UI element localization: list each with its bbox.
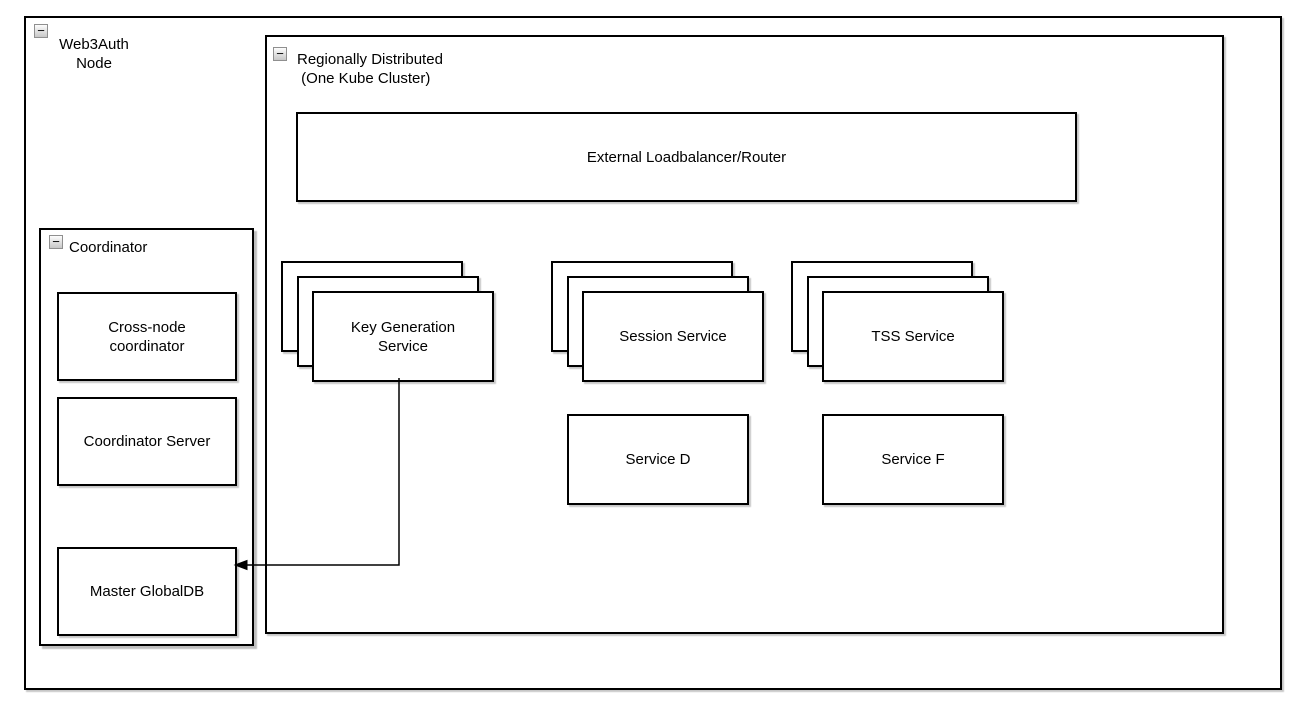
stack-session-service-label: Session Service: [619, 328, 727, 345]
node-master-globaldb-label: Master GlobalDB: [89, 583, 205, 600]
container-coordinator-label: Coordinator: [69, 239, 148, 256]
node-external-loadbalancer[interactable]: External Loadbalancer/Router: [296, 112, 1077, 202]
node-coordinator-server-label: Coordinator Server: [83, 433, 211, 450]
node-service-d[interactable]: Service D: [567, 414, 749, 505]
stack-front-session-service[interactable]: Session Service: [582, 291, 764, 382]
node-coordinator-server[interactable]: Coordinator Server: [57, 397, 237, 486]
stack-tss-service[interactable]: TSS Service: [791, 261, 1005, 383]
collapse-icon[interactable]: −: [273, 47, 287, 61]
stack-session-service[interactable]: Session Service: [551, 261, 765, 383]
node-service-f-label: Service F: [881, 451, 945, 468]
node-cross-node-coordinator[interactable]: Cross-node coordinator: [57, 292, 237, 381]
container-regionally-distributed[interactable]: − Regionally Distributed (One Kube Clust…: [265, 35, 1224, 634]
container-web3auth-node[interactable]: − Web3Auth Node − Regionally Distributed…: [24, 16, 1282, 690]
container-regionally-distributed-label: Regionally Distributed (One Kube Cluster…: [297, 51, 443, 87]
node-external-loadbalancer-label: External Loadbalancer/Router: [586, 148, 787, 166]
node-master-globaldb[interactable]: Master GlobalDB: [57, 547, 237, 636]
stack-key-generation-service-label: Key Generation Service: [350, 318, 456, 355]
stack-key-generation-service[interactable]: Key Generation Service: [281, 261, 495, 383]
stack-tss-service-label: TSS Service: [871, 328, 955, 345]
collapse-icon[interactable]: −: [49, 235, 63, 249]
container-coordinator[interactable]: − Coordinator Cross-node coordinator Coo…: [39, 228, 254, 646]
node-service-d-label: Service D: [625, 451, 691, 468]
container-web3auth-node-label: Web3Auth Node: [59, 36, 129, 72]
stack-front-tss-service[interactable]: TSS Service: [822, 291, 1004, 382]
collapse-icon[interactable]: −: [34, 24, 48, 38]
node-service-f[interactable]: Service F: [822, 414, 1004, 505]
stack-front-key-generation-service[interactable]: Key Generation Service: [312, 291, 494, 382]
node-cross-node-coordinator-label: Cross-node coordinator: [108, 318, 186, 355]
